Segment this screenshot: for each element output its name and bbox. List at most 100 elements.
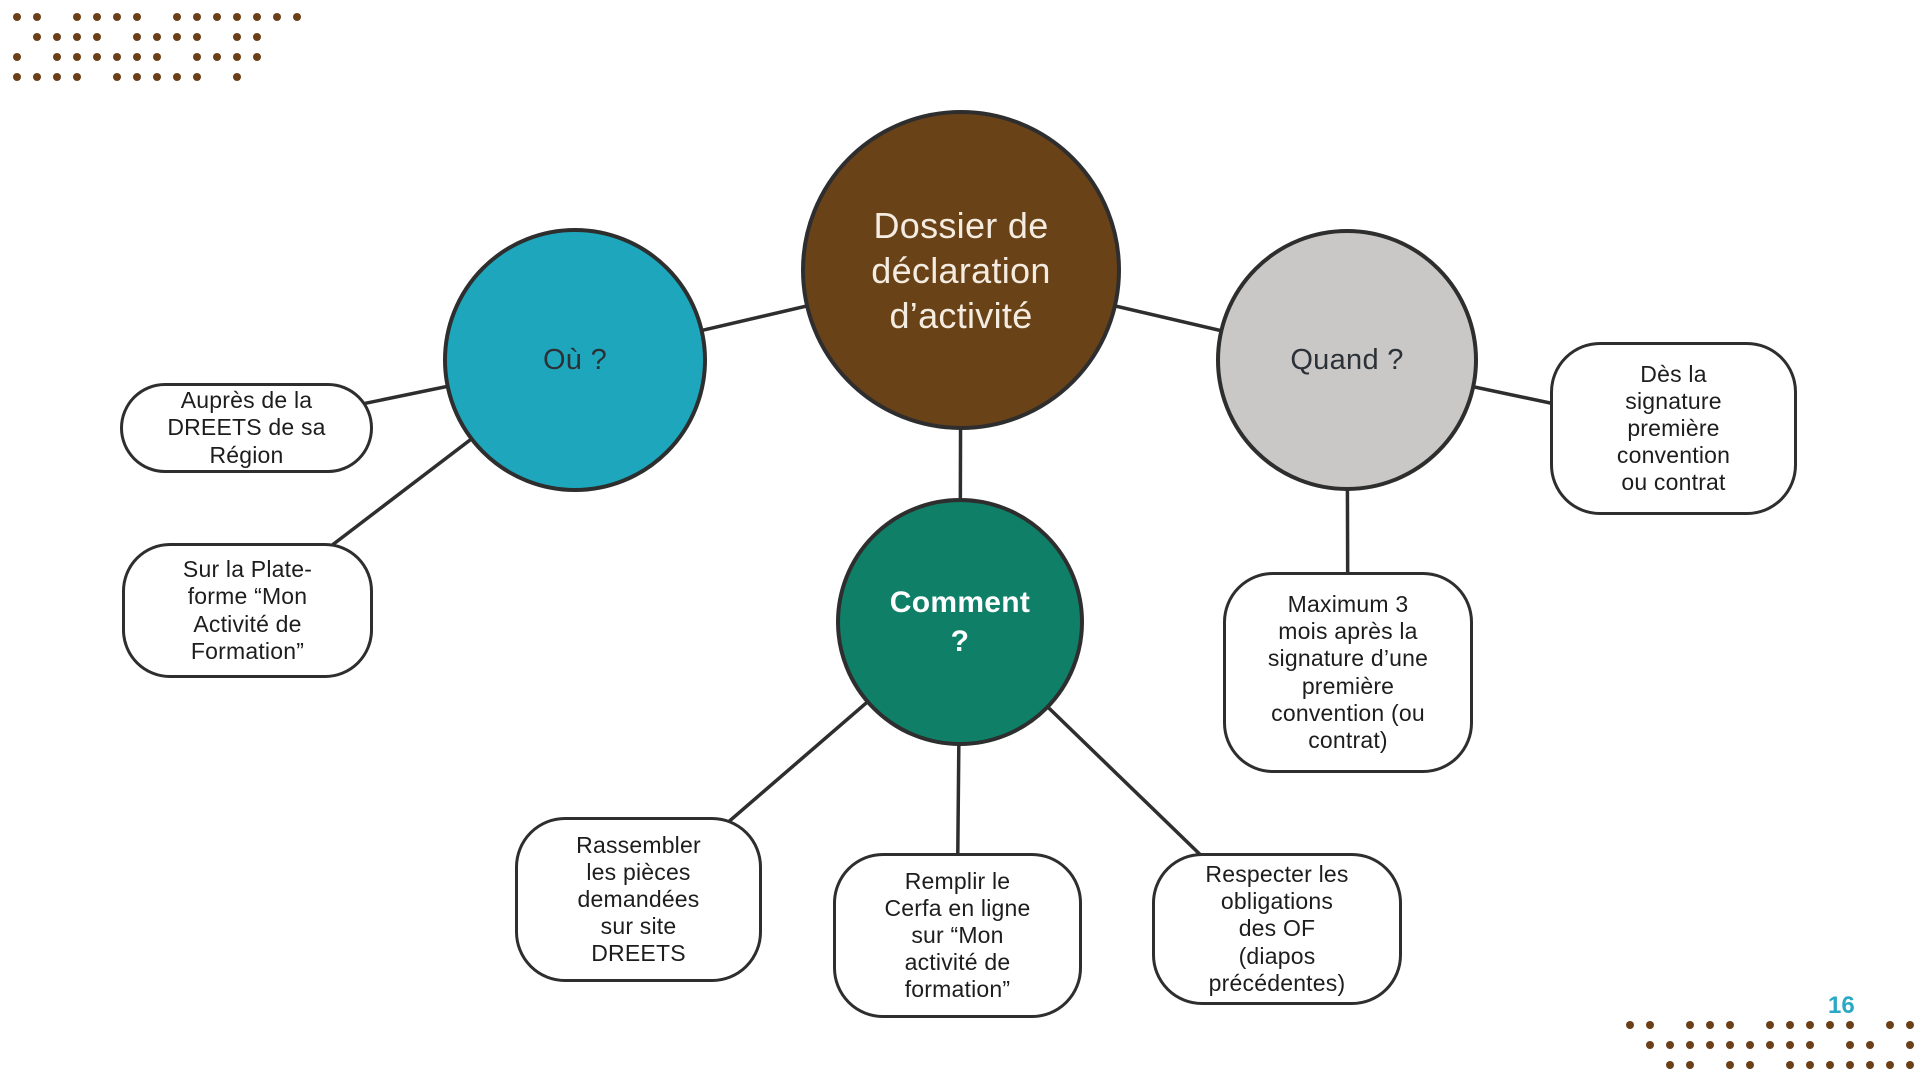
dot	[1886, 1061, 1894, 1069]
leaf-plateforme-mon-activite-label: Sur la Plate- forme “Mon Activité de For…	[182, 556, 313, 664]
dot	[1846, 1061, 1854, 1069]
dot	[33, 13, 41, 21]
dot	[1806, 1061, 1814, 1069]
dot	[93, 33, 101, 41]
leaf-rassembler-pieces: Rassembler les pièces demandées sur site…	[515, 817, 762, 982]
dot	[1686, 1021, 1694, 1029]
dot	[1826, 1061, 1834, 1069]
dot	[153, 53, 161, 61]
dot	[153, 73, 161, 81]
leaf-remplir-cerfa-label: Remplir le Cerfa en ligne sur “Mon activ…	[884, 867, 1031, 1003]
leaf-aupres-dreets-label: Auprès de la DREETS de sa Région	[167, 387, 326, 468]
dot	[1906, 1041, 1914, 1049]
node-ou-label: Où ?	[542, 343, 608, 376]
dot	[1686, 1061, 1694, 1069]
dot	[113, 73, 121, 81]
dot	[213, 13, 221, 21]
dot	[173, 13, 181, 21]
dot	[253, 33, 261, 41]
dot	[1666, 1061, 1674, 1069]
dot	[133, 53, 141, 61]
dot	[113, 13, 121, 21]
dot	[13, 53, 21, 61]
node-comment-label: Comment ?	[889, 586, 1031, 658]
node-root-label: Dossier de déclaration d’activité	[871, 204, 1051, 336]
node-quand-label: Quand ?	[1290, 343, 1404, 376]
dot	[233, 73, 241, 81]
dot	[93, 53, 101, 61]
dot-pattern-top-left	[13, 13, 313, 93]
dot	[53, 53, 61, 61]
dot	[1746, 1061, 1754, 1069]
leaf-remplir-cerfa: Remplir le Cerfa en ligne sur “Mon activ…	[833, 853, 1082, 1018]
node-comment-circle: Comment ?	[836, 498, 1084, 746]
dot	[1846, 1021, 1854, 1029]
leaf-aupres-dreets: Auprès de la DREETS de sa Région	[120, 383, 373, 473]
leaf-maximum-3-mois: Maximum 3 mois après la signature d’une …	[1223, 572, 1473, 773]
dot	[1646, 1041, 1654, 1049]
dot	[1826, 1021, 1834, 1029]
node-root-circle: Dossier de déclaration d’activité	[801, 110, 1121, 430]
dot	[1706, 1021, 1714, 1029]
dot	[1766, 1041, 1774, 1049]
dot	[1726, 1061, 1734, 1069]
dot	[73, 13, 81, 21]
dot	[93, 13, 101, 21]
dot	[13, 73, 21, 81]
dot-pattern-bottom-right	[1626, 1021, 1920, 1080]
dot	[53, 33, 61, 41]
dot	[213, 53, 221, 61]
dot	[1806, 1041, 1814, 1049]
dot	[133, 13, 141, 21]
dot	[1706, 1041, 1714, 1049]
dot	[293, 13, 301, 21]
dot	[1766, 1021, 1774, 1029]
dot	[113, 53, 121, 61]
dot	[1906, 1021, 1914, 1029]
dot	[73, 53, 81, 61]
dot	[1726, 1021, 1734, 1029]
dot	[1646, 1021, 1654, 1029]
dot	[173, 33, 181, 41]
dot	[193, 73, 201, 81]
leaf-plateforme-mon-activite: Sur la Plate- forme “Mon Activité de For…	[122, 543, 373, 678]
dot	[1886, 1021, 1894, 1029]
node-quand-circle: Quand ?	[1216, 229, 1478, 491]
dot	[73, 73, 81, 81]
dot	[193, 53, 201, 61]
dot	[1746, 1041, 1754, 1049]
dot	[233, 13, 241, 21]
dot	[1866, 1061, 1874, 1069]
dot	[1666, 1041, 1674, 1049]
node-ou-circle: Où ?	[443, 228, 707, 492]
dot	[253, 13, 261, 21]
dot	[233, 53, 241, 61]
dot	[1786, 1061, 1794, 1069]
dot	[133, 33, 141, 41]
dot	[13, 13, 21, 21]
dot	[193, 13, 201, 21]
dot	[1866, 1041, 1874, 1049]
leaf-respecter-obligations-label: Respecter les obligations des OF (diapos…	[1205, 861, 1349, 996]
leaf-des-signature-convention-label: Dès la signature première convention ou …	[1616, 360, 1731, 496]
dot	[1906, 1061, 1914, 1069]
dot	[273, 13, 281, 21]
dot	[1786, 1041, 1794, 1049]
dot	[53, 73, 61, 81]
leaf-maximum-3-mois-label: Maximum 3 mois après la signature d’une …	[1267, 591, 1429, 753]
dot	[33, 73, 41, 81]
dot	[33, 33, 41, 41]
dot	[253, 53, 261, 61]
dot	[193, 33, 201, 41]
dot	[1806, 1021, 1814, 1029]
dot	[1786, 1021, 1794, 1029]
leaf-rassembler-pieces-label: Rassembler les pièces demandées sur site…	[576, 831, 701, 967]
dot	[1846, 1041, 1854, 1049]
dot	[1726, 1041, 1734, 1049]
leaf-des-signature-convention: Dès la signature première convention ou …	[1550, 342, 1797, 515]
dot	[153, 33, 161, 41]
dot	[173, 73, 181, 81]
page-number: 16	[1828, 992, 1855, 1019]
dot	[73, 33, 81, 41]
